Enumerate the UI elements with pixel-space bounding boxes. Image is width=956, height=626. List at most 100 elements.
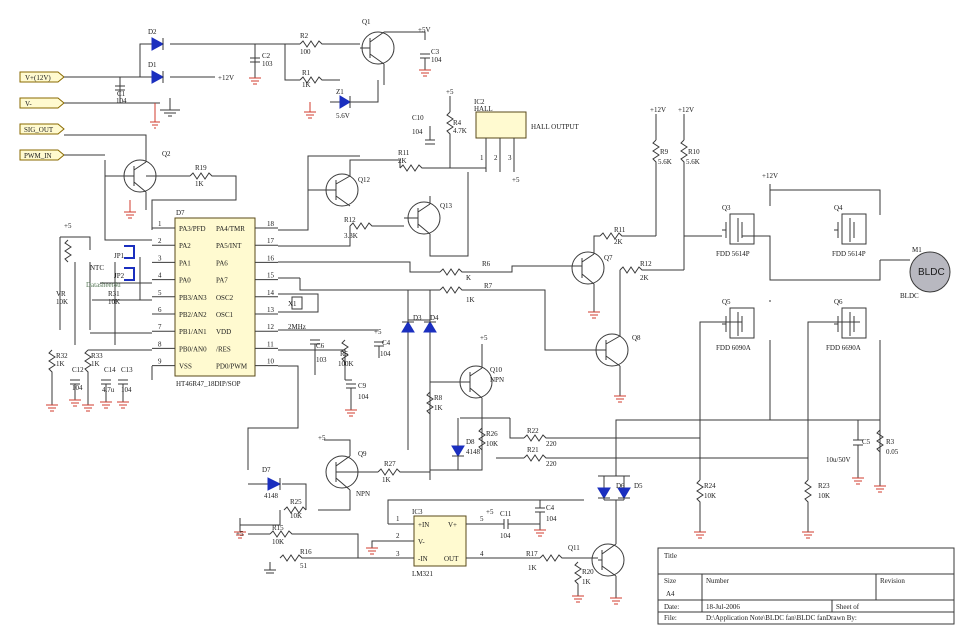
svg-text:10K: 10K: [108, 298, 120, 306]
svg-text:Q7: Q7: [604, 254, 613, 262]
svg-text:1K: 1K: [466, 296, 475, 304]
transistor-q7: Q7: [571, 235, 613, 319]
svg-text:D1: D1: [148, 61, 157, 69]
svg-text:10K: 10K: [818, 492, 830, 500]
svg-text:100K: 100K: [338, 360, 354, 368]
port-pwm-in[interactable]: PWM_IN: [19, 149, 65, 161]
mcu-pin-number: 16: [267, 254, 275, 262]
svg-text:HALL OUTPUT: HALL OUTPUT: [531, 123, 579, 131]
svg-text:C9: C9: [358, 382, 367, 390]
svg-text:C14: C14: [104, 366, 116, 374]
svg-text:C13: C13: [121, 366, 133, 374]
svg-text:R32: R32: [56, 352, 68, 360]
svg-text:10K: 10K: [56, 298, 68, 306]
svg-text:Q8: Q8: [632, 334, 641, 342]
svg-text:10K: 10K: [486, 440, 498, 448]
svg-text:1K: 1K: [302, 81, 311, 89]
svg-text:R27: R27: [384, 460, 396, 468]
svg-text:V+(12V): V+(12V): [25, 74, 51, 82]
zener-z1: Z15.6V: [304, 80, 379, 120]
svg-text:Q4: Q4: [834, 204, 843, 212]
jumper-jp2[interactable]: JP2: [114, 267, 135, 281]
svg-text:+12V: +12V: [650, 106, 666, 114]
svg-text:X1: X1: [288, 300, 297, 308]
svg-text:1K: 1K: [382, 476, 391, 484]
svg-text:4.7K: 4.7K: [453, 127, 467, 135]
svg-text:Q5: Q5: [722, 298, 731, 306]
svg-text:BLDC: BLDC: [900, 292, 919, 300]
resistor-r9: +12V R95.6K: [650, 106, 672, 236]
comparator-ic3: IC3 +IN V- -IN V+ OUT LM321 1 2 3 4 5: [366, 499, 584, 578]
svg-text:R31: R31: [108, 290, 120, 298]
svg-text:D5: D5: [634, 482, 643, 490]
svg-text:R19: R19: [195, 164, 207, 172]
svg-text:IC3: IC3: [412, 508, 423, 516]
svg-text:File:: File:: [664, 614, 677, 622]
svg-text:R12: R12: [344, 216, 356, 224]
svg-text:Q2: Q2: [162, 150, 171, 158]
svg-text:Q13: Q13: [440, 202, 453, 210]
mcu-pin-name: VSS: [179, 363, 192, 371]
svg-text:R8: R8: [434, 394, 443, 402]
svg-text:OUT: OUT: [444, 555, 459, 563]
svg-text:4.7u: 4.7u: [102, 386, 115, 394]
diode-d2: D2: [148, 28, 165, 51]
mcu-pin-number: 1: [158, 220, 162, 228]
svg-text:18-Jul-2006: 18-Jul-2006: [706, 603, 740, 611]
jumper-jp1[interactable]: JP1: [114, 245, 135, 260]
svg-text:BLDC: BLDC: [918, 267, 945, 278]
mcu-pin-number: 2: [158, 237, 162, 245]
svg-text:FDD 5614P: FDD 5614P: [832, 250, 866, 258]
mcu-pin-name: OSC2: [216, 294, 234, 302]
mcu-pin-number: 9: [158, 358, 162, 366]
mcu-pin-name: /RES: [216, 345, 231, 353]
svg-text:3.3K: 3.3K: [344, 232, 358, 240]
svg-text:+5: +5: [64, 222, 72, 230]
port-sig-out[interactable]: SIG_OUT: [19, 123, 65, 135]
mcu-pin-number: 8: [158, 340, 162, 348]
svg-text:10K: 10K: [290, 512, 302, 520]
svg-text:+5: +5: [236, 530, 244, 538]
svg-text:R15: R15: [272, 524, 284, 532]
svg-text:Revision: Revision: [880, 577, 905, 585]
mcu-d7: D7 HT46R47_18DIP/SOP: [174, 209, 256, 388]
resistor-r6: R6K: [439, 260, 578, 282]
svg-text:51: 51: [300, 562, 308, 570]
svg-text:+5: +5: [486, 508, 494, 516]
port-v12[interactable]: V+(12V): [19, 71, 65, 83]
svg-text:1K: 1K: [56, 360, 65, 368]
svg-text:220: 220: [546, 440, 557, 448]
svg-text:2K: 2K: [640, 274, 649, 282]
svg-text:D4: D4: [430, 314, 439, 322]
port-vminus[interactable]: V-: [19, 97, 65, 109]
svg-text:5.6K: 5.6K: [658, 158, 672, 166]
svg-text:5.6V: 5.6V: [336, 112, 350, 120]
diode-d1: D1 +12V: [148, 61, 234, 84]
svg-text:5.6K: 5.6K: [686, 158, 700, 166]
svg-text:R5: R5: [340, 350, 349, 358]
svg-text:2: 2: [494, 154, 498, 162]
mcu-pin-name: PB3/AN3: [179, 294, 207, 302]
svg-text:Q11: Q11: [568, 544, 580, 552]
svg-text:+12V: +12V: [218, 74, 234, 82]
mcu-pin-number: 13: [267, 306, 275, 314]
svg-text:Size: Size: [664, 577, 676, 585]
svg-text:V-: V-: [25, 100, 32, 108]
svg-text:R11: R11: [398, 149, 410, 157]
